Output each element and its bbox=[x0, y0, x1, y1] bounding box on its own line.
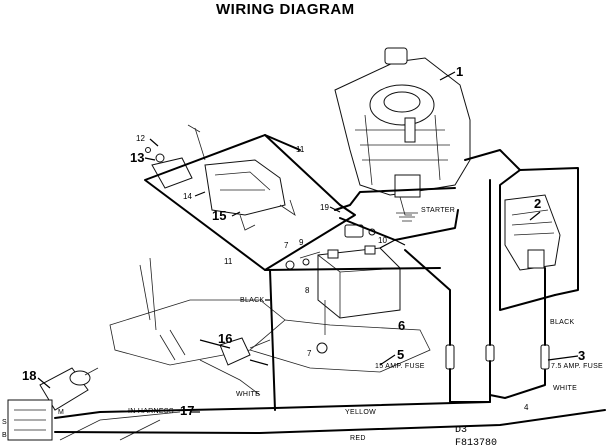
connector-block bbox=[504, 194, 561, 271]
component-number-15: 15 bbox=[212, 208, 226, 223]
label-white-right: WHITE bbox=[553, 385, 577, 392]
label-terminal-m: M bbox=[58, 409, 64, 416]
component-number-4: 4 bbox=[524, 403, 529, 412]
sheet-code: D3 bbox=[455, 425, 467, 436]
engine bbox=[334, 47, 471, 222]
fasteners bbox=[285, 258, 328, 354]
component-number-19: 19 bbox=[320, 203, 329, 212]
component-number-5: 5 bbox=[397, 347, 404, 362]
wiring-harness bbox=[54, 134, 606, 434]
label-starter: STARTER bbox=[421, 207, 455, 214]
label-terminal-b: B bbox=[2, 432, 7, 439]
component-number-2: 2 bbox=[534, 196, 541, 211]
component-number-9: 9 bbox=[299, 238, 304, 247]
label-white-left: WHITE bbox=[236, 391, 260, 398]
component-number-14: 14 bbox=[183, 192, 192, 201]
component-number-13: 13 bbox=[130, 150, 144, 165]
tractor-frame-sketch bbox=[59, 257, 431, 441]
component-number-12: 12 bbox=[136, 134, 145, 143]
component-number-7a: 7 bbox=[284, 241, 289, 250]
diagram-title: WIRING DIAGRAM bbox=[216, 1, 355, 18]
drawing-number: F813780 bbox=[455, 438, 497, 448]
inline-connector bbox=[485, 344, 495, 362]
component-number-18: 18 bbox=[22, 368, 36, 383]
component-number-10: 10 bbox=[378, 236, 387, 245]
component-number-11a: 11 bbox=[296, 145, 305, 154]
switch-bracket bbox=[145, 147, 193, 189]
fuse-7-5-amp bbox=[540, 344, 550, 370]
label-15-amp-fuse: 15 AMP. FUSE bbox=[375, 363, 425, 370]
label-7-5-amp-fuse: 7.5 AMP. FUSE bbox=[551, 363, 603, 370]
component-number-11b: 11 bbox=[224, 257, 233, 266]
fuse-15-amp bbox=[445, 344, 455, 370]
key-switch bbox=[7, 367, 99, 441]
component-number-6: 6 bbox=[398, 318, 405, 333]
label-yellow: YELLOW bbox=[345, 409, 376, 416]
leader-lines bbox=[37, 71, 579, 413]
label-in-harness: IN HARNESS bbox=[128, 408, 174, 415]
seat-switch bbox=[219, 337, 271, 366]
wire-labels: STARTER 15 AMP. FUSE 7.5 AMP. FUSE BLACK… bbox=[2, 207, 603, 442]
ignition-module bbox=[187, 124, 296, 231]
label-black-right: BLACK bbox=[550, 319, 574, 326]
label-terminal-s: S bbox=[2, 419, 7, 426]
component-number-1: 1 bbox=[456, 64, 463, 79]
battery bbox=[299, 245, 401, 319]
component-number-17: 17 bbox=[180, 403, 194, 418]
label-black-left: BLACK bbox=[240, 297, 264, 304]
component-number-3: 3 bbox=[578, 348, 585, 363]
component-number-8: 8 bbox=[305, 286, 310, 295]
component-number-16: 16 bbox=[218, 331, 232, 346]
component-numbers: 1 2 3 4 5 6 7 7 8 9 10 11 11 12 13 14 15… bbox=[22, 64, 585, 418]
label-red: RED bbox=[350, 435, 366, 442]
component-number-7b: 7 bbox=[307, 349, 312, 358]
